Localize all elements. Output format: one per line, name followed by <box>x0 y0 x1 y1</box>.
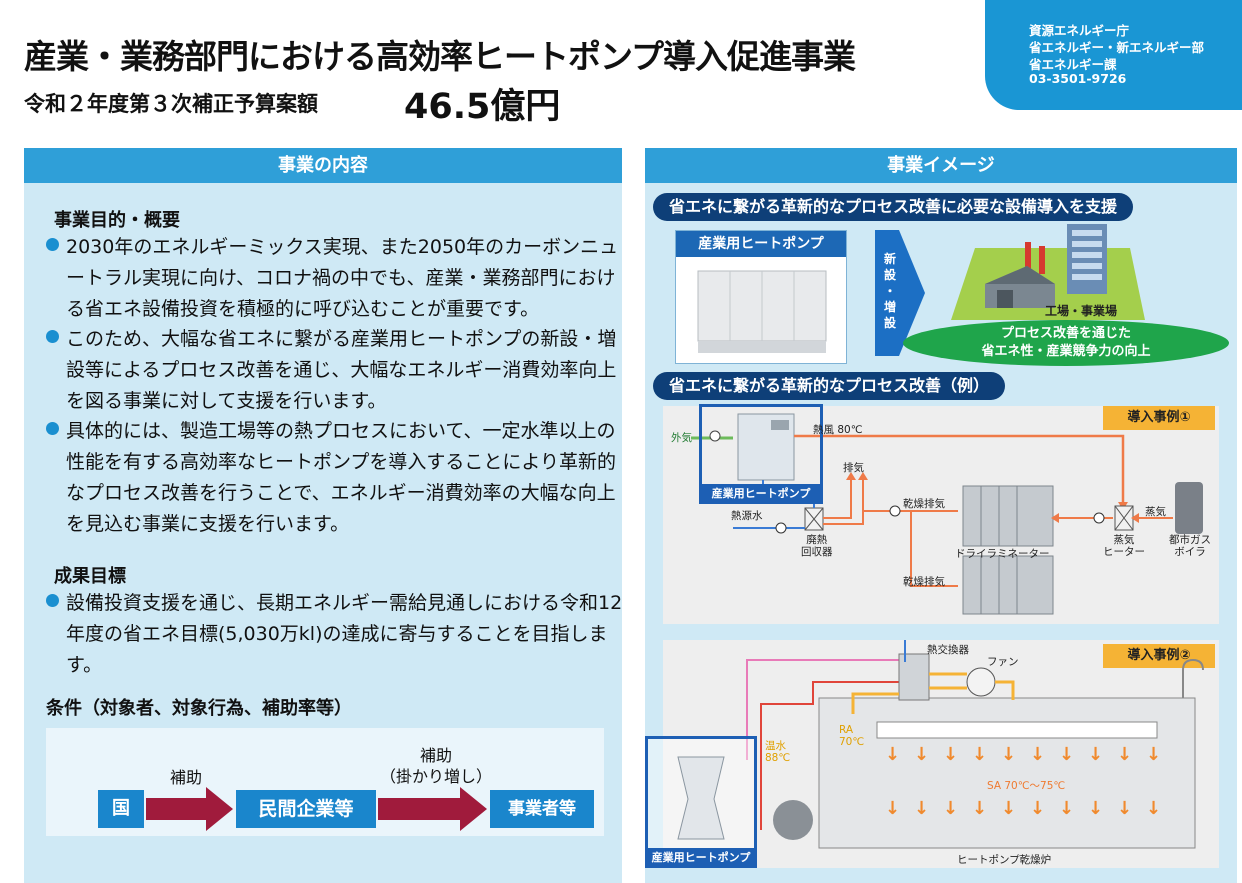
label-heat-recovery: 廃熱 回収器 <box>801 534 833 558</box>
outcome-ellipse: プロセス改善を通じた 省エネ性・産業競争力の向上 <box>903 320 1229 366</box>
case-2-flow-lines <box>746 640 1204 849</box>
label-steam: 蒸気 <box>1145 506 1166 518</box>
sa-down-arrow-icon: ↓ <box>1117 744 1133 765</box>
purpose-bullet-3: 具体的には、製造工場等の熱プロセスにおいて、一定水準以上の性能を有する高効率なヒ… <box>46 416 631 540</box>
flow-arrow-2-label-2: （掛かり増し） <box>379 767 492 786</box>
sa-down-arrow-icon: ↓ <box>1001 744 1017 765</box>
flow-node-business-operator: 事業者等 <box>490 790 594 828</box>
budget-label: 令和２年度第３次補正予算案額 <box>24 92 318 116</box>
purpose-bullet-2: このため、大幅な省エネに繋がる産業用ヒートポンプの新設・増設等によるプロセス改善… <box>46 324 631 417</box>
flow-arrow-1-label: 補助 <box>169 768 202 787</box>
label-hot-air: 熱風 80℃ <box>813 424 863 436</box>
conditions-heading: 条件（対象者、対象行為、補助率等） <box>46 698 352 719</box>
purpose-heading: 事業目的・概要 <box>54 210 180 231</box>
agency-phone: 03-3501-9726 <box>1029 71 1127 86</box>
page-title: 産業・業務部門における高効率ヒートポンプ導入促進事業 <box>24 37 856 76</box>
label-heat-exchanger: 熱交換器 <box>927 644 969 656</box>
sa-down-arrow-icon: ↓ <box>914 744 930 765</box>
process-example-banner: 省エネに繋がる革新的なプロセス改善（例） <box>653 372 1006 400</box>
sa-down-arrow-icon: ↓ <box>1059 744 1075 765</box>
sa-down-arrow-icon: ↓ <box>1146 798 1162 819</box>
case-2-diagram: 導入事例② ↓ ↓ ↓ ↓ ↓ ↓ ↓ ↓ ↓ ↓ ↓ ↓ ↓ ↓ ↓ ↓ ↓ ↓ ↓ ↓ <box>645 640 1219 868</box>
sa-down-arrow-icon: ↓ <box>914 798 930 819</box>
case-1-tag: 導入事例① <box>1103 406 1215 430</box>
label-dry-exhaust-1: 乾燥排気 <box>903 498 945 510</box>
sa-down-arrow-icon: ↓ <box>885 798 901 819</box>
flow-node-government: 国 <box>98 790 144 828</box>
sa-down-arrow-icon: ↓ <box>1088 798 1104 819</box>
flow-arrow-2 <box>378 787 487 831</box>
sa-down-arrow-icon: ↓ <box>1030 798 1046 819</box>
label-heat-pump-dryer: ヒートポンプ乾燥炉 <box>957 854 1052 866</box>
case-2-heat-pump-label: 産業用ヒートポンプ <box>645 848 757 868</box>
sa-down-arrow-icon: ↓ <box>1088 744 1104 765</box>
case-1-flow-lines <box>691 413 1203 615</box>
purpose-bullet-1: 2030年のエネルギーミックス実現、また2050年のカーボンニュートラル実現に向… <box>46 232 631 325</box>
case-1-heat-pump-label: 産業用ヒートポンプ <box>699 484 823 504</box>
label-steam-heater: 蒸気 ヒーター <box>1103 534 1145 558</box>
flow-node-private-company: 民間企業等 <box>236 790 376 828</box>
label-supply-air: SA 70℃～75℃ <box>987 780 1066 792</box>
label-dry-laminator: ドライラミネーター <box>955 548 1050 560</box>
agency-division: 省エネルギー課 <box>1029 57 1117 72</box>
heat-pump-unit-icon <box>697 270 827 353</box>
sa-down-arrow-icon: ↓ <box>885 744 901 765</box>
sa-down-arrow-icon: ↓ <box>943 744 959 765</box>
outcome-line-2: 省エネ性・産業競争力の向上 <box>981 344 1151 359</box>
case-2-heat-pump-unit-icon <box>677 756 725 840</box>
case-2-tag: 導入事例② <box>1103 644 1215 668</box>
sa-down-arrow-icon: ↓ <box>972 744 988 765</box>
label-fan: ファン <box>987 656 1019 668</box>
label-outside-air: 外気 <box>671 432 692 444</box>
label-exhaust: 排気 <box>843 462 864 474</box>
heat-pump-card-title: 産業用ヒートポンプ <box>676 231 846 257</box>
sa-down-arrow-icon: ↓ <box>1059 798 1075 819</box>
outcome-line-1: プロセス改善を通じた <box>1000 326 1131 341</box>
case-1-diagram: 導入事例① <box>663 404 1219 624</box>
sa-down-arrow-icon: ↓ <box>972 798 988 819</box>
support-banner: 省エネに繋がる革新的なプロセス改善に必要な設備導入を支援 <box>653 193 1134 221</box>
business-content-panel: 事業の内容 事業目的・概要 2030年のエネルギーミックス実現、また2050年の… <box>24 148 622 883</box>
agency-name: 資源エネルギー庁 <box>1029 23 1130 38</box>
sa-down-arrow-icon: ↓ <box>1146 744 1162 765</box>
business-image-heading: 事業イメージ <box>645 148 1237 183</box>
goal-bullet: 設備投資支援を通じ、長期エネルギー需給見通しにおける令和12年度の省エネ目標(5… <box>46 588 631 681</box>
supply-air-arrows: ↓ ↓ ↓ ↓ ↓ ↓ ↓ ↓ ↓ ↓ ↓ ↓ ↓ ↓ ↓ ↓ ↓ ↓ ↓ ↓ <box>663 640 1219 868</box>
sa-down-arrow-icon: ↓ <box>943 798 959 819</box>
flow-arrow-2-label-1: 補助 <box>419 746 452 765</box>
label-heat-source-water: 熱源水 <box>731 510 763 522</box>
agency-department: 省エネルギー・新エネルギー部 <box>1029 40 1205 55</box>
heat-pump-card: 産業用ヒートポンプ <box>675 230 847 364</box>
business-image-panel: 事業イメージ 省エネに繋がる革新的なプロセス改善に必要な設備導入を支援 産業用ヒ… <box>645 148 1237 883</box>
factory-label: 工場・事業場 <box>1045 304 1118 318</box>
business-content-heading: 事業の内容 <box>24 148 622 183</box>
new-expansion-arrow <box>875 230 925 356</box>
flow-arrow-1 <box>146 787 233 831</box>
goal-heading: 成果目標 <box>54 566 126 587</box>
subsidy-flow-diagram: 国 民間企業等 事業者等 補助 補助 （掛かり増し） <box>46 728 604 836</box>
label-dry-exhaust-2: 乾燥排気 <box>903 576 945 588</box>
label-gas-boiler: 都市ガス ボイラ <box>1169 534 1211 558</box>
sa-down-arrow-icon: ↓ <box>1117 798 1133 819</box>
sa-down-arrow-icon: ↓ <box>1001 798 1017 819</box>
label-return-air: RA 70℃ <box>839 724 865 748</box>
factory-illustration <box>951 224 1145 320</box>
label-warm-water: 温水 88℃ <box>765 740 791 764</box>
case-2-heat-pump-highlight <box>645 736 757 866</box>
new-expansion-text: 新 設 ・ 増 設 <box>883 252 896 330</box>
sa-down-arrow-icon: ↓ <box>1030 744 1046 765</box>
budget-amount: 46.5億円 <box>404 87 561 127</box>
agency-contact-box: 資源エネルギー庁 省エネルギー・新エネルギー部 省エネルギー課 03-3501-… <box>985 0 1242 110</box>
